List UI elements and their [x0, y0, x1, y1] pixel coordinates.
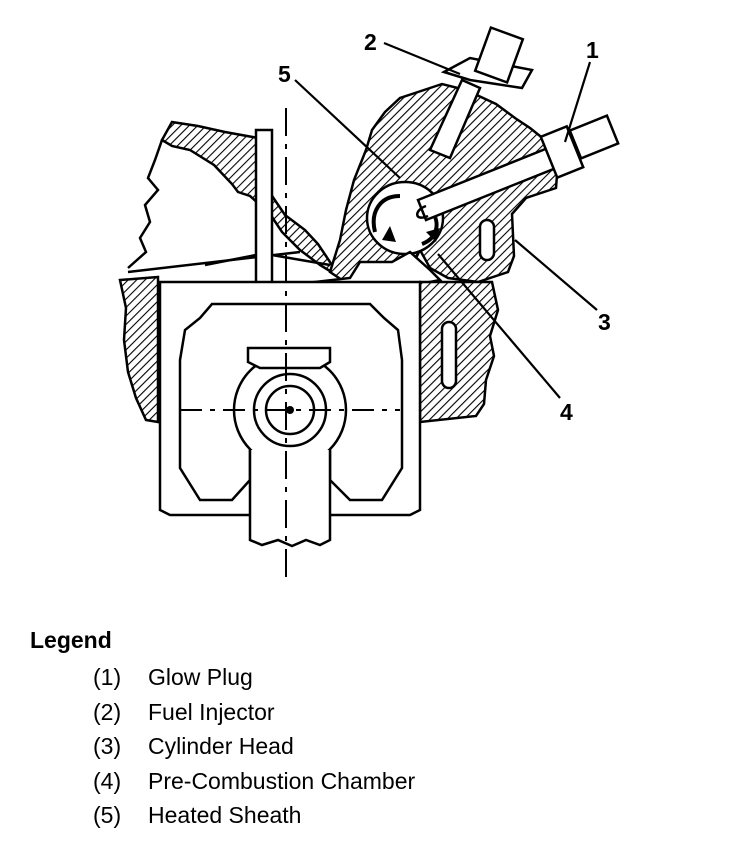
callout-2: 2	[364, 29, 377, 55]
callout-3: 3	[598, 309, 611, 335]
valve	[204, 128, 331, 298]
callout-1: 1	[586, 37, 599, 63]
left-block-wall	[118, 275, 160, 424]
leader-lines	[294, 41, 598, 399]
legend-item-label: Glow Plug	[148, 664, 253, 690]
legend-item-label: Pre-Combustion Chamber	[148, 767, 416, 794]
legend-item-number: (2)	[93, 698, 122, 725]
legend-item-number: (1)	[93, 664, 122, 690]
right-block-wall	[418, 280, 500, 424]
legend-item-label: Cylinder Head	[148, 733, 294, 759]
legend-title: Legend	[30, 627, 112, 653]
legend-item-number: (5)	[93, 802, 122, 828]
pre-combustion-chamber	[312, 180, 445, 290]
engine-cross-section-diagram: 2 1 5 3 4	[118, 25, 620, 585]
legend-item: (2) Fuel Injector	[93, 695, 415, 730]
legend-item-label: Heated Sheath	[148, 802, 302, 828]
callout-labels: 2 1 5 3 4	[278, 29, 611, 425]
cylinder-head	[328, 82, 560, 284]
piston	[158, 280, 422, 517]
fuel-injector	[428, 25, 534, 160]
legend-item: (4) Pre-Combustion Chamber	[93, 764, 415, 799]
legend-item: (3) Cylinder Head	[93, 729, 415, 764]
legend-item-number: (4)	[93, 767, 122, 794]
legend-list: (1) Glow Plug (2) Fuel Injector (3) Cyli…	[30, 660, 415, 833]
legend-item-number: (3)	[93, 733, 122, 759]
glow-plug	[416, 113, 620, 222]
legend-item: (1) Glow Plug	[93, 660, 415, 695]
legend: Legend (1) Glow Plug (2) Fuel Injector (…	[30, 626, 415, 833]
callout-5: 5	[278, 61, 291, 87]
left-head-section	[127, 120, 340, 278]
centerlines	[180, 108, 400, 585]
legend-item-label: Fuel Injector	[148, 698, 275, 725]
callout-4: 4	[560, 399, 573, 425]
connecting-rod	[246, 346, 332, 548]
legend-item: (5) Heated Sheath	[93, 798, 415, 833]
